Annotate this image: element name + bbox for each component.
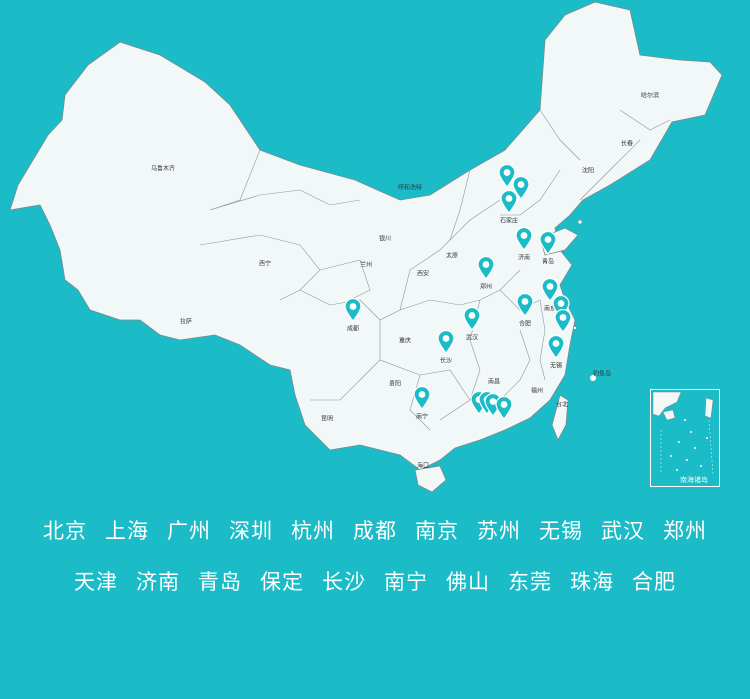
region-label: 昆明: [320, 415, 334, 423]
pin-label: 合肥: [518, 320, 532, 328]
city-name[interactable]: 苏州: [477, 519, 521, 543]
south-china-sea-inset: [650, 389, 720, 487]
region-label: 长春: [620, 140, 634, 148]
region-label: 福州: [530, 387, 544, 395]
pin-label: 南京: [543, 305, 557, 313]
location-pin-icon[interactable]: [463, 307, 481, 331]
region-label: 西安: [416, 270, 430, 278]
city-name[interactable]: 青岛: [198, 570, 242, 594]
location-pin-icon[interactable]: [498, 164, 516, 188]
pin-label: 武汉: [465, 334, 479, 342]
city-name[interactable]: 深圳: [229, 519, 273, 543]
pin-label: 青岛: [541, 258, 555, 266]
region-label: 兰州: [359, 261, 373, 269]
city-name[interactable]: 保定: [260, 570, 304, 594]
location-pin-icon[interactable]: [515, 227, 533, 251]
region-label: 太原: [445, 252, 459, 260]
region-label: 贵阳: [388, 380, 402, 388]
city-list-row-2: 天津济南青岛保定长沙南宁佛山东莞珠海合肥: [0, 566, 750, 596]
location-pin-icon[interactable]: [554, 309, 572, 333]
city-name[interactable]: 天津: [74, 570, 118, 594]
location-pin-icon[interactable]: [437, 330, 455, 354]
city-name[interactable]: 成都: [353, 519, 397, 543]
city-name[interactable]: 南京: [415, 519, 459, 543]
diaoyu-dot: [590, 375, 596, 381]
hainan-shape: [414, 465, 447, 493]
region-label: 银川: [378, 235, 392, 243]
city-name[interactable]: 东莞: [508, 570, 552, 594]
pin-label: 济南: [517, 254, 531, 262]
coastal-islands: [573, 219, 583, 330]
city-name[interactable]: 杭州: [291, 519, 335, 543]
region-label: 拉萨: [179, 318, 193, 326]
region-label: 乌鲁木齐: [150, 165, 176, 173]
pin-label: 石家庄: [499, 217, 519, 225]
region-label: 钓鱼岛: [592, 370, 612, 378]
taiwan-shape: [551, 394, 569, 441]
location-pin-icon[interactable]: [344, 298, 362, 322]
location-pin-icon[interactable]: [477, 256, 495, 280]
city-name[interactable]: 南宁: [384, 570, 428, 594]
region-label: 呼和浩特: [397, 184, 423, 192]
city-name[interactable]: 济南: [136, 570, 180, 594]
city-name[interactable]: 武汉: [601, 519, 645, 543]
city-list-row-1: 北京上海广州深圳杭州成都南京苏州无锡武汉郑州: [0, 515, 750, 545]
city-name[interactable]: 无锡: [539, 519, 583, 543]
pin-label: 无锡: [549, 362, 563, 370]
pin-label: 南宁: [415, 413, 429, 421]
region-label: 哈尔滨: [640, 92, 660, 100]
china-map: 乌鲁木齐 哈尔滨长春沈阳呼和浩特银川西宁 兰州 太原西安拉萨重庆贵阳昆明 南昌福州台北海…: [9, 1, 723, 493]
city-name[interactable]: 广州: [167, 519, 211, 543]
region-label: 台北: [555, 401, 569, 409]
city-name[interactable]: 北京: [43, 519, 87, 543]
city-name[interactable]: 合肥: [632, 570, 676, 594]
region-label: 西宁: [258, 260, 272, 268]
map-land: [9, 1, 723, 493]
mainland-shape: [9, 1, 723, 471]
pin-label: 长沙: [439, 357, 453, 365]
location-pin-icon[interactable]: [500, 190, 518, 214]
location-pin-icon[interactable]: [512, 176, 530, 200]
region-label: 重庆: [398, 337, 412, 345]
pin-label: 成都: [346, 325, 360, 333]
location-pin-icon[interactable]: [413, 386, 431, 410]
location-pin-icon[interactable]: [547, 335, 565, 359]
inset-map: [652, 391, 714, 475]
city-name[interactable]: 上海: [105, 519, 149, 543]
inset-label: 南海诸岛: [680, 476, 708, 484]
region-label: 南昌: [487, 378, 501, 386]
region-label: 海口: [416, 462, 430, 470]
region-label: 沈阳: [581, 167, 595, 175]
location-pin-icon[interactable]: [495, 396, 513, 420]
city-name[interactable]: 珠海: [570, 570, 614, 594]
city-name[interactable]: 长沙: [322, 570, 366, 594]
location-pin-icon[interactable]: [541, 278, 559, 302]
location-pin-icon[interactable]: [539, 231, 557, 255]
city-name[interactable]: 郑州: [663, 519, 707, 543]
location-pin-icon[interactable]: [516, 293, 534, 317]
city-name[interactable]: 佛山: [446, 570, 490, 594]
pin-label: 郑州: [479, 283, 493, 291]
